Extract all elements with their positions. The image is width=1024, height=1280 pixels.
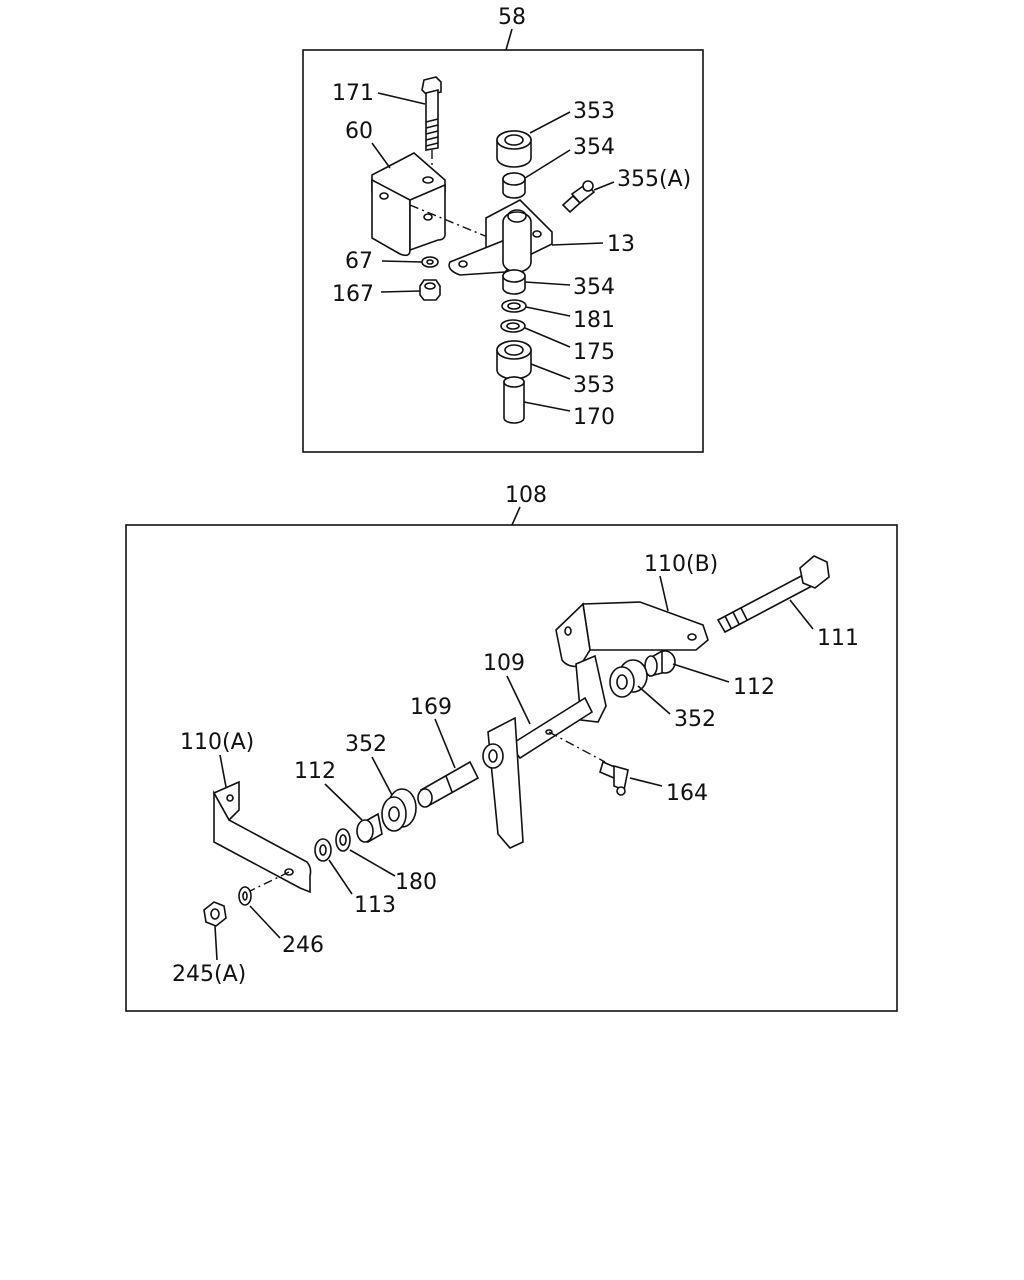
callout-245a: 245(A): [172, 962, 246, 987]
bushing-352-left: [381, 788, 417, 832]
callout-171: 171: [332, 81, 374, 106]
callout-164: 164: [666, 781, 708, 806]
callout-353-top: 353: [573, 99, 615, 124]
clip-175: [500, 319, 526, 333]
callout-170: 170: [573, 405, 615, 430]
washer-180: [335, 828, 351, 852]
bushing-112-right: [644, 649, 676, 678]
callout-13: 13: [607, 232, 635, 257]
washer-246: [238, 886, 252, 906]
group-58: 58: [302, 5, 704, 453]
nut-245a: [203, 901, 227, 927]
bracket-110a: [212, 780, 312, 894]
callout-67: 67: [345, 249, 373, 274]
callout-109: 109: [483, 651, 525, 676]
bolt-111: [716, 555, 830, 634]
group-108-frame: [125, 524, 898, 1012]
bracket-60: [371, 152, 491, 257]
callout-169: 169: [410, 695, 452, 720]
bushing-352-right: [609, 659, 648, 698]
pin-170: [503, 376, 525, 424]
washer-181: [501, 299, 527, 313]
callout-112-left: 112: [294, 759, 336, 784]
callout-167: 167: [332, 282, 374, 307]
shaft-109: [482, 654, 607, 849]
callout-180: 180: [395, 870, 437, 895]
grease-nipple-164: [599, 760, 629, 796]
callout-175: 175: [573, 340, 615, 365]
sleeve-169: [417, 760, 480, 808]
callout-111: 111: [817, 626, 859, 651]
callout-352-right: 352: [674, 707, 716, 732]
clip-113: [314, 838, 332, 862]
bushing-353-bottom: [496, 340, 532, 380]
bracket-13: [448, 199, 553, 276]
bushing-112-left: [356, 812, 383, 844]
group-108: 108: [125, 483, 898, 1012]
group-108-ref: 108: [505, 483, 547, 508]
grease-nipple-355a: [561, 180, 596, 214]
nut-167: [419, 279, 441, 301]
callout-110b: 110(B): [644, 552, 718, 577]
callout-181: 181: [573, 308, 615, 333]
group-58-frame: [302, 49, 704, 453]
callout-110a: 110(A): [180, 730, 254, 755]
callout-354-bottom: 354: [573, 275, 615, 300]
callout-353-bottom: 353: [573, 373, 615, 398]
group-58-ref: 58: [498, 5, 526, 30]
callout-355a: 355(A): [617, 167, 691, 192]
callout-60: 60: [345, 119, 373, 144]
bracket-110b: [555, 601, 709, 668]
bushing-353-top: [496, 130, 532, 168]
bush-354-top: [502, 172, 526, 199]
washer-67: [421, 256, 439, 268]
callout-113: 113: [354, 893, 396, 918]
callout-354-top: 354: [573, 135, 615, 160]
callout-112-right: 112: [733, 675, 775, 700]
callout-246: 246: [282, 933, 324, 958]
callout-352-left: 352: [345, 732, 387, 757]
bush-354-bottom: [502, 269, 526, 295]
